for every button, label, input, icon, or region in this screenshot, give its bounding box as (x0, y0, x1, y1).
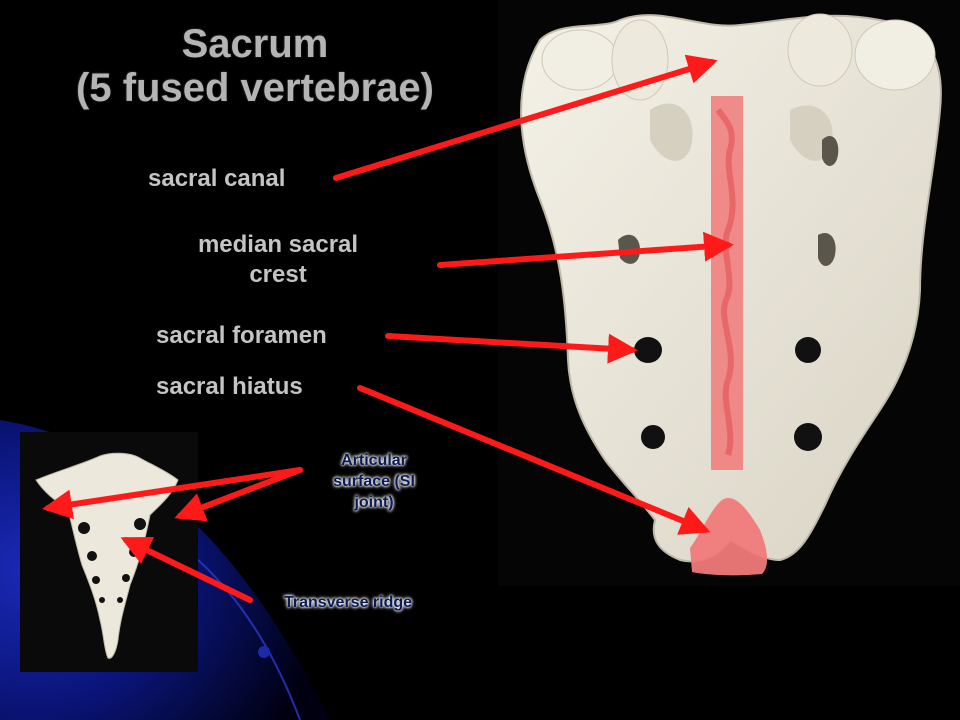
articular-line-1: Articular (341, 452, 407, 469)
label-articular-surface: Articular surface (SI joint) (304, 450, 444, 513)
median-crest-line-2: crest (249, 261, 307, 288)
label-median-sacral-crest: median sacral crest (176, 230, 380, 290)
label-sacral-foramen: sacral foramen (156, 322, 327, 349)
red-arrows (42, 54, 734, 603)
arrow-median-crest (437, 231, 734, 268)
arrow-sacral-canal (333, 54, 718, 181)
label-sacral-canal: sacral canal (148, 165, 286, 192)
slide-title: Sacrum (5 fused vertebrae) (0, 22, 510, 110)
articular-line-2: surface (SI (333, 473, 415, 490)
title-line-1: Sacrum (181, 22, 329, 66)
label-sacral-hiatus: sacral hiatus (156, 373, 303, 400)
arrow-transverse-ridge (120, 536, 253, 603)
arrow-articular-1 (42, 467, 303, 520)
articular-line-3: joint) (354, 494, 394, 511)
arrow-articular-2 (174, 467, 303, 522)
sacral-foramen-hole (634, 337, 662, 363)
label-transverse-ridge: Transverse ridge (283, 594, 413, 611)
arrow-sacral-foramen (385, 333, 638, 364)
arrow-sacral-hiatus (357, 385, 711, 535)
title-line-2: (5 fused vertebrae) (76, 66, 434, 110)
median-crest-line-1: median sacral (197, 231, 359, 258)
